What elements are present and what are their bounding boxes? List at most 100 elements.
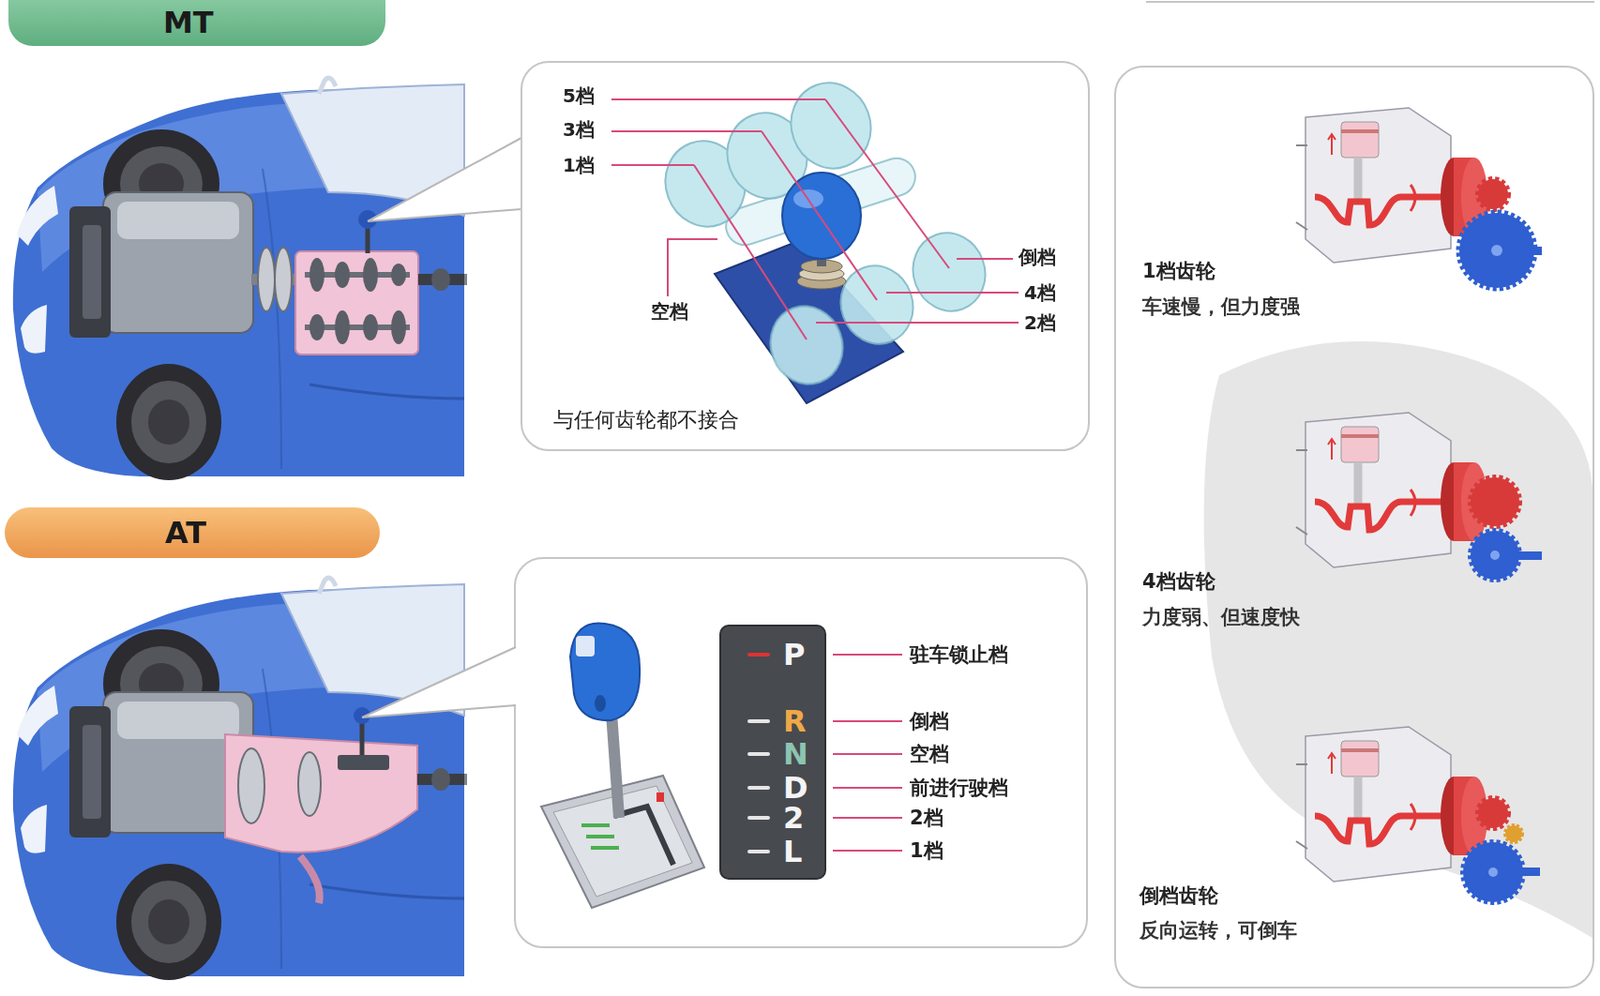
gear-set [1478, 798, 1509, 829]
leader-line [832, 654, 903, 851]
position-mark [747, 849, 770, 854]
gear-set [1488, 867, 1498, 877]
position-mark [747, 752, 770, 756]
watermark [1204, 341, 1593, 938]
at-shifter [586, 834, 615, 839]
gear-label: 驻车锁止档 [909, 643, 1009, 666]
shift-gate: PRND2L [719, 624, 827, 880]
at-shifter [581, 823, 610, 828]
position-mark [747, 815, 770, 820]
gear-note: 力度弱、但速度快 [1142, 605, 1300, 629]
callout-pointer [367, 137, 524, 222]
gear-shifter [782, 172, 861, 259]
gear-set [1459, 212, 1535, 288]
leader-line [832, 720, 903, 723]
leader-line [886, 291, 1019, 294]
gear-label: 空档 [650, 301, 689, 323]
gear-label: 4档 [1024, 282, 1057, 304]
gear-letter: L [783, 836, 802, 867]
gear-set [1296, 412, 1488, 568]
at-shifter [590, 845, 619, 850]
leader-line [611, 98, 826, 101]
callout-pointer [367, 137, 524, 222]
gear-set [1296, 726, 1540, 903]
mt-car [309, 257, 325, 292]
callout-pointer [367, 137, 522, 222]
at-car [238, 748, 265, 824]
at-car [13, 577, 468, 981]
band-title: AT [165, 517, 207, 548]
gear-set [1478, 179, 1509, 210]
mt-car [362, 314, 378, 341]
gear-title: 1档齿轮 [1142, 259, 1216, 283]
callout-pointer [362, 647, 516, 718]
ghost-knob [902, 223, 997, 322]
leader-line [667, 239, 718, 297]
gear-set [1470, 477, 1520, 527]
mt-car [13, 77, 468, 481]
mt-car [334, 261, 350, 288]
gear-set [1490, 550, 1500, 560]
gear-label: 3档 [562, 119, 595, 141]
gear-label: 倒档 [1018, 246, 1057, 269]
at-shifter [611, 712, 619, 818]
at-shifter [570, 622, 640, 721]
mt-car [13, 77, 468, 481]
at-car [300, 856, 320, 904]
ghost-knob [653, 71, 997, 394]
callout-panel [514, 558, 1087, 948]
gear-set [1459, 212, 1535, 288]
position-mark [747, 652, 770, 657]
gear-set [1463, 842, 1524, 903]
gear-set [1491, 244, 1503, 257]
at-car [431, 768, 451, 791]
title-band: AT [4, 507, 380, 559]
leader-line [761, 131, 877, 301]
leader-line [832, 786, 903, 789]
mt-car [391, 263, 407, 287]
gear-title: 倒档齿轮 [1139, 884, 1219, 907]
gear-panel [1115, 66, 1594, 988]
gear-label: 5档 [562, 85, 595, 107]
gear-set [1296, 107, 1542, 288]
band-title: MT [163, 7, 214, 38]
note-text: 与任何齿轮都不接合 [553, 407, 740, 432]
leader-line [694, 165, 807, 340]
gear-label: 倒档 [909, 709, 950, 733]
at-shifter [656, 792, 665, 802]
mt-car [391, 310, 407, 345]
leader-line [611, 99, 1019, 340]
position-mark [747, 719, 770, 724]
gear-set [1470, 530, 1520, 580]
leader-line [832, 816, 903, 819]
leader-line [815, 321, 1019, 324]
ghost-knob [759, 296, 854, 395]
gear-label: 前进行驶档 [909, 776, 1009, 800]
gear-label: 空档 [909, 742, 950, 766]
gear-set [1478, 798, 1509, 829]
leader-line [832, 753, 903, 755]
gear-set [1470, 477, 1520, 527]
gear-note: 反向运转，可倒车 [1139, 919, 1298, 942]
gear-set [1470, 530, 1520, 580]
gear-label: 2档 [1024, 312, 1057, 334]
gear-set [1478, 179, 1509, 210]
mt-car [295, 251, 419, 355]
gear-letter: R [783, 706, 807, 737]
leader-line [832, 653, 903, 656]
mt-car [274, 247, 292, 312]
at-car [13, 577, 468, 981]
mt-car [309, 314, 325, 341]
at-shifter [594, 694, 606, 712]
at-car [337, 754, 390, 770]
gear-set [1296, 412, 1542, 580]
callout-pointer [362, 647, 518, 718]
position-mark [747, 785, 770, 790]
at-shifter [541, 622, 705, 908]
gear-letter: 2 [783, 802, 804, 833]
leader-line [611, 130, 762, 133]
mt-car [362, 257, 378, 292]
title-band: MT [8, 0, 386, 46]
gear-note: 车速慢，但力度强 [1142, 295, 1300, 318]
gear-letter: D [783, 772, 809, 803]
